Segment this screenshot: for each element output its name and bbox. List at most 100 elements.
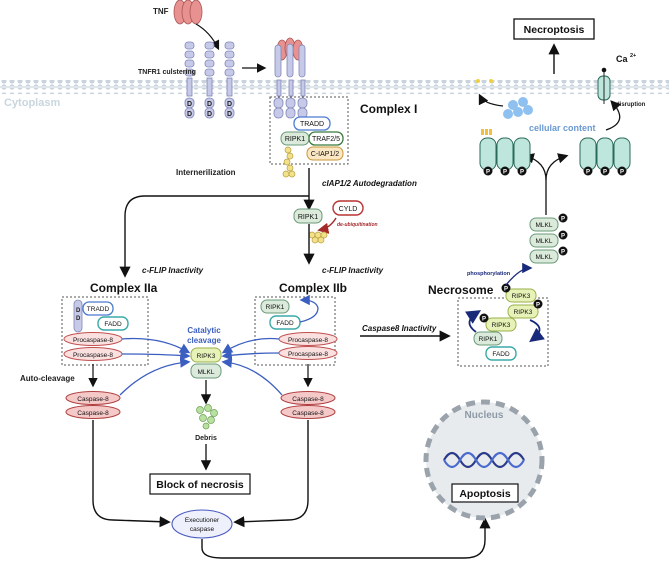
ciap12-protein: C-IAP1/2 [306, 146, 344, 161]
svg-text:RIPK1: RIPK1 [479, 336, 498, 343]
nucleus-label: Nucleus [465, 410, 504, 421]
apoptosis-box [451, 483, 519, 503]
caspase8-2a-bottom: Caspase-8 [65, 405, 121, 419]
svg-text:P: P [561, 250, 565, 256]
tradd-protein-2a: TRADD [82, 301, 114, 316]
calcium-label: Ca [616, 54, 628, 64]
tnfr1-receptor-cluster [184, 41, 235, 119]
caspase8-2b-bottom: Caspase-8 [280, 405, 336, 419]
to-apoptosis-arrow [201, 517, 491, 559]
svg-text:C-IAP1/2: C-IAP1/2 [311, 151, 340, 158]
ripk3-necrosome-2: RIPK3 [507, 304, 539, 319]
efflux-dots-icon [476, 79, 493, 83]
svg-text:RIPK3: RIPK3 [512, 293, 531, 300]
tnf-binding-arrow [195, 23, 220, 51]
svg-text:P: P [561, 234, 565, 240]
procaspase8-2a-bottom: Procaspase-8 [63, 347, 123, 361]
block-of-necrosis-box [149, 473, 251, 495]
cellular-content-icon [503, 97, 533, 119]
ripk1-free-protein: RIPK1 [293, 208, 323, 224]
cflip-inactivity-right: c-FLIP Inactivity [322, 266, 384, 275]
to-executioner-arrow-right [233, 420, 309, 528]
catalytic-label: Catalytic [187, 326, 221, 335]
caspase8-2a-top: Caspase-8 [65, 391, 121, 405]
svg-text:FADD: FADD [104, 321, 122, 328]
cleavage-arrow-a2 [121, 350, 191, 361]
ripk1-protein-2b: RIPK1 [260, 299, 290, 314]
svg-text:P: P [536, 303, 540, 309]
de-ubiquitination-label: de-ubiquitination [337, 222, 378, 228]
fadd-protein-2a: FADD [97, 316, 129, 331]
ripk1-protein: RIPK1 [280, 131, 310, 146]
tnf-label: TNF [153, 7, 169, 16]
necrosome-label: Necrosome [428, 283, 494, 297]
auto-cleavage-label: Auto-cleavage [20, 374, 75, 383]
svg-text:Caspase-8: Caspase-8 [292, 396, 324, 403]
svg-text:RIPK1: RIPK1 [285, 136, 305, 143]
svg-text:P: P [561, 217, 565, 223]
mlkl-trimer: MLKL MLKL MLKL P P P [529, 213, 568, 264]
svg-text:Procaspase-8: Procaspase-8 [288, 337, 328, 344]
apoptosis-label: Apoptosis [459, 488, 510, 500]
disruption-arrow [605, 100, 622, 131]
necroptosis-label: Necroptosis [524, 24, 585, 36]
mlkl-right-branch [545, 153, 569, 181]
necrosome-loop-arrow-right [529, 319, 545, 343]
svg-text:TRADD: TRADD [87, 306, 110, 313]
svg-text:FADD: FADD [276, 320, 294, 327]
cleavage-label: cleavage [187, 336, 221, 345]
caspase8-2b-top: Caspase-8 [280, 391, 336, 405]
svg-text:Caspase-8: Caspase-8 [77, 396, 109, 403]
necrosome-box [457, 297, 549, 367]
executioner-caspase: Executioner caspase [171, 509, 233, 539]
block-of-necrosis-label: Block of necrosis [156, 479, 244, 491]
death-domain-label: D [207, 101, 212, 108]
svg-text:RIPK1: RIPK1 [298, 214, 318, 221]
death-domain-label: D [187, 111, 192, 118]
necrosome-loop-arrow-left [465, 310, 482, 333]
debris-icon [196, 404, 218, 430]
svg-text:Procaspase-8: Procaspase-8 [288, 351, 328, 358]
disruption-label: disruption [616, 102, 646, 108]
cleavage-arrow-b3 [221, 357, 283, 396]
svg-text:Caspase-8: Caspase-8 [77, 410, 109, 417]
svg-text:D: D [76, 308, 81, 314]
cyld-protein: CYLD [332, 200, 364, 216]
ripk3-necrosome-1: RIPK3 [505, 288, 537, 303]
svg-text:Executioner: Executioner [185, 517, 220, 524]
complex-1-box [269, 96, 349, 165]
complex-2a-box [61, 296, 149, 366]
complex-2a-label: Complex IIa [90, 281, 158, 295]
svg-text:P: P [486, 170, 490, 176]
complex-1-label: Complex I [360, 102, 417, 116]
svg-text:P: P [520, 170, 524, 176]
cell-membrane [0, 80, 669, 94]
phosphorylation-arrow [505, 262, 533, 286]
cleavage-arrow-a1 [121, 337, 191, 354]
cytoplasm-label: Cytoplasm [4, 97, 60, 109]
ripk1-activation-arrow [299, 294, 319, 323]
procaspase8-2b-bottom: Procaspase-8 [278, 346, 338, 360]
traf25-protein: TRAF2/5 [308, 131, 344, 146]
svg-text:RIPK1: RIPK1 [266, 304, 285, 311]
svg-text:TRAF2/5: TRAF2/5 [312, 136, 340, 143]
svg-text:RIPK3: RIPK3 [197, 353, 216, 360]
death-domain-label: D [207, 111, 212, 118]
ripk1-necrosome: RIPK1 [473, 331, 503, 346]
svg-text:P: P [620, 170, 624, 176]
svg-text:MLKL: MLKL [536, 238, 553, 245]
cflip-inactivity-left: c-FLIP Inactivity [142, 266, 204, 275]
de-ubiquitination-arrow [317, 217, 337, 234]
ripk3-necrosome-3: RIPK3 [485, 317, 517, 332]
mlkl-pore-right: P P P [579, 137, 631, 176]
svg-text:Procaspase-8: Procaspase-8 [73, 337, 113, 344]
procaspase8-2a-top: Procaspase-8 [63, 332, 123, 346]
cleavage-arrow-b1 [221, 337, 280, 354]
svg-text:MLKL: MLKL [536, 222, 553, 229]
mlkl-pore-left: P P P [479, 129, 531, 176]
cleavage-arrow-a3 [119, 357, 191, 396]
tradd-protein: TRADD [293, 116, 331, 131]
svg-text:CYLD: CYLD [339, 206, 358, 213]
caspase8-inactivity-label: Caspase8 Inactivity [362, 324, 437, 333]
